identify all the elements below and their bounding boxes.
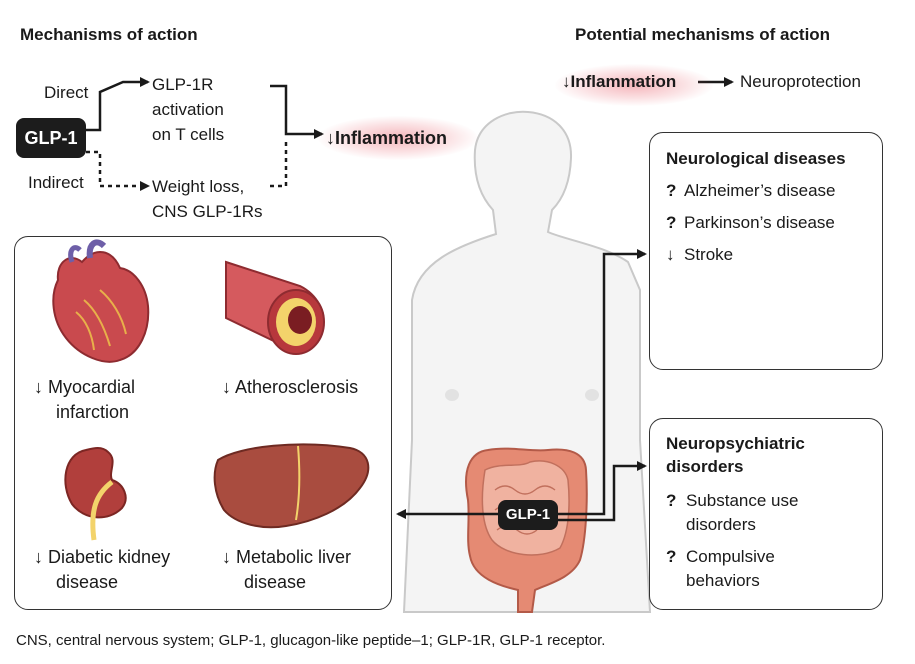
psych-title-line-1: Neuropsychiatric (666, 434, 805, 453)
down-arrow-icon: ↓ (326, 128, 335, 148)
kidney-label-text: Diabetic kidney (48, 547, 171, 567)
down-arrow-icon: ↓ (666, 245, 675, 264)
direct-target-line-1: GLP-1R (152, 75, 214, 94)
footnote: CNS, central nervous system; GLP-1, gluc… (16, 632, 606, 649)
direct-target-line-3: on T cells (152, 125, 225, 144)
psych-item-compulsive-line-2: behaviors (686, 571, 760, 590)
question-icon: ? (666, 491, 677, 510)
inflammation-glow (318, 116, 478, 160)
psych-item-substance-line-1: ? Substance use (666, 490, 798, 512)
down-arrow-icon: ↓ (34, 547, 43, 567)
arrow-gut-to-neuro (558, 249, 647, 516)
artery-label-text: Atherosclerosis (235, 377, 359, 397)
indirect-target-line-2: CNS GLP-1Rs (152, 202, 263, 221)
arrow-indirect-to-inflammation (270, 140, 288, 188)
down-arrow-icon: ↓ (222, 547, 231, 567)
psych-item-substance-line-2: disorders (686, 515, 756, 534)
heart-label-line-1: ↓ Myocardial (34, 376, 135, 398)
psych-title-line-2: disorders (666, 457, 744, 476)
left-nipple (445, 389, 459, 401)
arrow-direct-to-inflammation (270, 84, 324, 139)
question-icon: ? (666, 547, 677, 566)
question-icon: ? (666, 181, 677, 200)
kidney-label-line-2: disease (56, 572, 119, 592)
neuro-item-label: Alzheimer’s disease (684, 181, 836, 200)
psych-item-compulsive-line-1: ? Compulsive (666, 546, 775, 568)
heart-label-text: Myocardial (48, 377, 136, 397)
neuro-item-label: Stroke (684, 245, 734, 264)
right-nipple (585, 389, 599, 401)
psych-item-label: Substance use (686, 491, 799, 510)
inflammation-outcome: ↓Inflammation (326, 127, 447, 149)
neuro-item-alzheimers: ? Alzheimer’s disease (666, 180, 836, 202)
neuro-item-label: Parkinson’s disease (684, 213, 835, 232)
label-indirect: Indirect (28, 173, 84, 192)
potential-inflammation-glow (555, 64, 713, 106)
indirect-target-line-1: Weight loss, (152, 177, 245, 196)
neuro-item-parkinsons: ? Parkinson’s disease (666, 212, 835, 234)
artery-label: ↓ Atherosclerosis (222, 376, 358, 398)
label-direct: Direct (44, 83, 89, 102)
liver-label-text: Metabolic liver (236, 547, 352, 567)
inflammation-label: Inflammation (335, 128, 448, 148)
arrow-direct (84, 77, 150, 132)
liver-label-line-2: disease (244, 572, 307, 592)
liver-label-line-1: ↓ Metabolic liver (222, 546, 351, 568)
header-potential-mechanisms: Potential mechanisms of action (575, 25, 831, 44)
question-icon: ? (666, 213, 677, 232)
glp1-source-badge: GLP-1 (16, 118, 86, 158)
heart-label-line-2: infarction (56, 402, 130, 422)
psych-item-label: Compulsive (686, 547, 775, 566)
down-arrow-icon: ↓ (222, 377, 231, 397)
down-arrow-icon: ↓ (34, 377, 43, 397)
arrow-indirect (86, 150, 150, 191)
direct-target-line-2: activation (152, 100, 224, 119)
arrow-gut-to-psych (558, 461, 647, 522)
neurological-diseases-panel (649, 132, 883, 370)
kidney-label-line-1: ↓ Diabetic kidney (34, 546, 170, 568)
gut-glp1-badge: GLP-1 (498, 500, 558, 530)
neuro-item-stroke: ↓ Stroke (666, 244, 733, 266)
down-arrow-icon: ↓ (562, 72, 571, 91)
potential-inflammation: ↓Inflammation (562, 71, 676, 93)
neuroprotection-label: Neuroprotection (740, 72, 861, 91)
header-mechanisms: Mechanisms of action (20, 25, 198, 44)
neuropsychiatric-disorders-panel (649, 418, 883, 610)
neuro-title: Neurological diseases (666, 149, 846, 168)
potential-inflammation-label: Inflammation (570, 72, 677, 91)
